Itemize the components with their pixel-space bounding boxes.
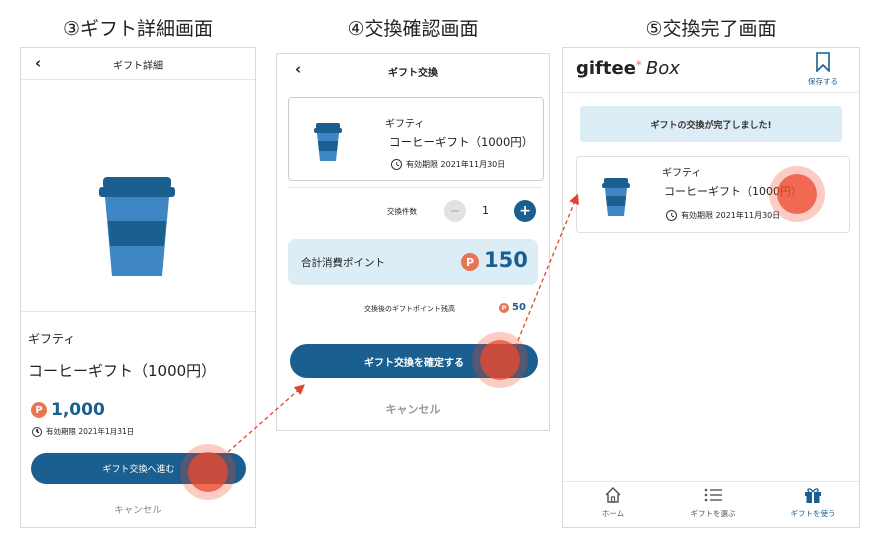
coffee-cup-icon [602, 178, 630, 216]
header: ‹ ギフト詳細 [21, 48, 255, 80]
screen-gift-detail: ‹ ギフト詳細 ギフティ コーヒーギフト（1000円） P 1,000 有効期限… [20, 47, 256, 528]
point-coin-icon: P [461, 253, 479, 271]
coffee-cup-icon [314, 123, 342, 161]
divider [288, 187, 542, 188]
heading-gift-detail: ③ギフト詳細画面 [62, 18, 214, 40]
header: ‹ ギフト交換 [277, 54, 549, 87]
expiry-text: 有効期限 2021年11月30日 [681, 211, 781, 220]
cancel-button[interactable]: キャンセル [114, 505, 162, 516]
home-icon [605, 486, 621, 503]
header: giftee*Box 保存する [563, 48, 859, 93]
clock-icon [391, 159, 402, 170]
screen-exchange-complete: giftee*Box 保存する ギフトの交換が完了しました! ギフティ コーヒー… [562, 47, 860, 528]
cancel-button[interactable]: キャンセル [385, 403, 441, 416]
bookmark-icon [816, 52, 830, 73]
page-title: ギフト交換 [388, 68, 438, 79]
heading-exchange-confirm: ④交換確認画面 [347, 18, 479, 40]
brand-name: ギフティ [28, 332, 76, 346]
brand-name: ギフティ [662, 168, 702, 179]
tab-use-gift[interactable]: ギフトを使う [775, 486, 851, 519]
point-value: 1,000 [51, 400, 105, 420]
bottom-tab-bar: ホーム ギフトを選ぶ ギフトを使う [563, 481, 859, 527]
bookmark-button[interactable]: 保存する [799, 52, 847, 87]
tap-indicator [777, 174, 817, 214]
points-row: P 1,000 [31, 400, 105, 420]
gift-card[interactable]: ギフティ コーヒーギフト（1000円） 有効期限 2021年11月30日 [576, 156, 850, 233]
tab-label: ギフトを選ぶ [690, 509, 736, 518]
clock-icon [32, 426, 42, 437]
total-points-value: 150 [484, 248, 528, 272]
quantity-value: 1 [482, 204, 489, 217]
tap-indicator [480, 340, 520, 380]
tap-indicator [188, 452, 228, 492]
screen-exchange-confirm: ‹ ギフト交換 ギフティ コーヒーギフト（1000円） 有効期限 2021年11… [276, 53, 550, 431]
list-icon [704, 488, 722, 502]
expiry-text: 有効期限 2021年1月31日 [46, 427, 135, 436]
bookmark-label: 保存する [808, 77, 838, 86]
gift-icon [805, 488, 821, 503]
tab-label: ギフトを使う [790, 509, 836, 518]
clock-icon [666, 210, 677, 221]
product-name: コーヒーギフト（1000円） [28, 362, 217, 380]
expiry-text: 有効期限 2021年11月30日 [406, 160, 506, 169]
back-icon[interactable]: ‹ [295, 60, 302, 78]
expiry-row: 有効期限 2021年11月30日 [666, 210, 780, 221]
quantity-increment-button[interactable]: + [514, 200, 536, 222]
product-name: コーヒーギフト（1000円） [389, 135, 534, 149]
remaining-balance-value: 50 [512, 302, 526, 313]
point-coin-icon: P [31, 402, 47, 418]
completion-notice: ギフトの交換が完了しました! [580, 106, 842, 142]
tab-select-gift[interactable]: ギフトを選ぶ [675, 486, 751, 519]
expiry-row: 有効期限 2021年11月30日 [391, 159, 505, 170]
logo-star: * [635, 58, 642, 72]
quantity-decrement-button[interactable]: − [444, 200, 466, 222]
divider [21, 311, 255, 312]
logo-main: giftee [576, 58, 636, 79]
tab-home[interactable]: ホーム [578, 486, 648, 519]
tab-label: ホーム [601, 509, 625, 518]
gift-card[interactable]: ギフティ コーヒーギフト（1000円） 有効期限 2021年11月30日 [288, 97, 544, 181]
page-title: ギフト詳細 [113, 61, 163, 72]
heading-exchange-complete: ⑤交換完了画面 [645, 18, 777, 40]
logo-box: Box [645, 58, 680, 79]
product-name: コーヒーギフト（1000円） [664, 185, 802, 198]
quantity-label: 交換件数 [387, 207, 417, 216]
point-coin-icon: P [499, 303, 509, 313]
app-logo: giftee*Box [576, 58, 680, 79]
expiry-row: 有効期限 2021年1月31日 [32, 426, 134, 437]
remaining-balance-label: 交換後のギフトポイント残高 [364, 305, 455, 313]
total-points-label: 合計消費ポイント [301, 257, 385, 269]
back-icon[interactable]: ‹ [35, 54, 42, 72]
brand-name: ギフティ [385, 119, 425, 130]
coffee-cup-icon [99, 177, 175, 276]
product-image [21, 81, 255, 311]
total-points-panel: 合計消費ポイント P 150 [288, 239, 538, 285]
